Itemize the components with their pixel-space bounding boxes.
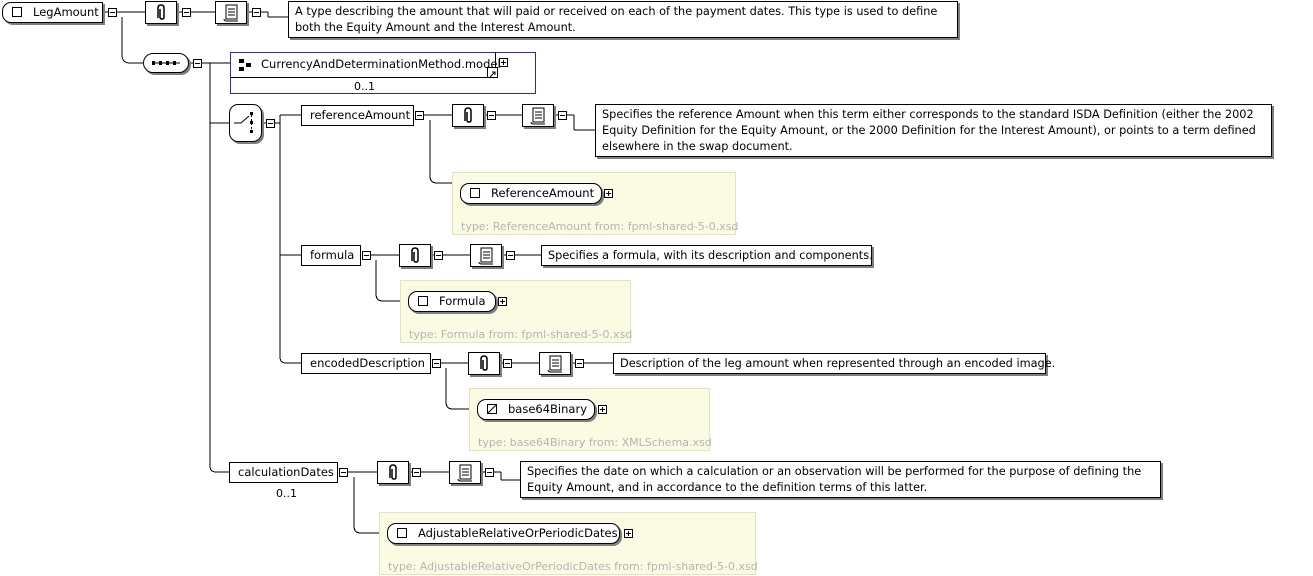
occurrence-label: 0..1 bbox=[354, 80, 375, 93]
referenceamount-documentation: Specifies the reference Amount when this… bbox=[595, 104, 1272, 157]
collapse-toggle[interactable] bbox=[362, 251, 371, 260]
collapse-toggle[interactable] bbox=[575, 359, 584, 368]
complex-type-icon bbox=[418, 296, 428, 306]
paperclip-icon bbox=[389, 464, 397, 480]
collapse-toggle[interactable] bbox=[432, 359, 441, 368]
type-formula[interactable]: Formula bbox=[408, 291, 496, 312]
collapse-toggle[interactable] bbox=[558, 111, 567, 120]
collapse-toggle[interactable] bbox=[108, 8, 117, 17]
root-documentation: A type describing the amount that will p… bbox=[288, 1, 958, 38]
calculationdates-documentation: Specifies the date on which a calculatio… bbox=[520, 461, 1161, 498]
encodeddescription-documentation: Description of the leg amount when repre… bbox=[613, 353, 1055, 374]
root-element-legamount[interactable]: LegAmount bbox=[2, 2, 103, 23]
expand-toggle[interactable] bbox=[604, 189, 613, 198]
scroll-icon bbox=[223, 4, 238, 22]
paperclip-icon bbox=[464, 107, 472, 123]
expand-toggle[interactable] bbox=[624, 529, 633, 538]
type-referenceamount[interactable]: ReferenceAmount bbox=[460, 183, 602, 204]
collapse-toggle[interactable] bbox=[412, 468, 421, 477]
collapse-toggle[interactable] bbox=[434, 251, 443, 260]
documentation-icon bbox=[215, 1, 247, 24]
documentation-icon bbox=[539, 352, 571, 375]
occurrence-label: 0..1 bbox=[276, 487, 297, 500]
element-formula[interactable]: formula bbox=[301, 245, 361, 266]
element-calculationdates[interactable]: calculationDates bbox=[229, 462, 338, 483]
group-icon bbox=[239, 59, 251, 71]
paperclip-icon bbox=[411, 247, 419, 263]
choice-compositor bbox=[229, 104, 262, 142]
sequence-compositor bbox=[143, 53, 189, 73]
choice-icon bbox=[234, 112, 253, 133]
type-adjustablerelativeorperiodicdates[interactable]: AdjustableRelativeOrPeriodicDates bbox=[387, 523, 620, 544]
documentation-icon bbox=[449, 461, 481, 484]
collapse-toggle[interactable] bbox=[339, 468, 348, 477]
annotation-icon bbox=[468, 352, 500, 375]
link-arrow-icon[interactable] bbox=[487, 67, 498, 78]
sequence-icon bbox=[152, 61, 180, 65]
documentation-icon bbox=[522, 104, 554, 127]
scroll-icon bbox=[478, 247, 493, 265]
collapse-toggle[interactable] bbox=[193, 59, 202, 68]
collapse-toggle[interactable] bbox=[487, 111, 496, 120]
simple-type-icon bbox=[487, 404, 497, 414]
type-info: type: AdjustableRelativeOrPeriodicDates … bbox=[388, 560, 758, 573]
annotation-icon bbox=[399, 244, 431, 267]
complex-type-icon bbox=[12, 7, 22, 17]
paperclip-icon bbox=[480, 355, 488, 371]
documentation-icon bbox=[470, 244, 502, 267]
collapse-toggle[interactable] bbox=[266, 119, 275, 128]
expand-toggle[interactable] bbox=[498, 297, 507, 306]
collapse-toggle[interactable] bbox=[182, 8, 191, 17]
element-encodeddescription[interactable]: encodedDescription bbox=[301, 353, 431, 374]
expand-toggle[interactable] bbox=[598, 405, 607, 414]
complex-type-icon bbox=[397, 528, 407, 538]
type-base64binary[interactable]: base64Binary bbox=[477, 399, 595, 420]
annotation-icon bbox=[452, 104, 484, 127]
collapse-toggle[interactable] bbox=[485, 468, 494, 477]
paperclip-icon bbox=[157, 4, 165, 20]
element-referenceamount[interactable]: referenceAmount bbox=[301, 105, 414, 126]
type-info: type: Formula from: fpml-shared-5-0.xsd bbox=[409, 328, 633, 341]
collapse-toggle[interactable] bbox=[415, 111, 424, 120]
annotation-icon bbox=[145, 1, 177, 24]
collapse-toggle[interactable] bbox=[252, 8, 261, 17]
group-reference[interactable]: CurrencyAndDeterminationMethod.model bbox=[230, 52, 536, 94]
complex-type-icon bbox=[470, 188, 480, 198]
collapse-toggle[interactable] bbox=[506, 251, 515, 260]
scroll-icon bbox=[457, 464, 472, 482]
annotation-icon bbox=[377, 461, 409, 484]
type-info: type: ReferenceAmount from: fpml-shared-… bbox=[461, 220, 739, 233]
scroll-icon bbox=[547, 355, 562, 373]
type-info: type: base64Binary from: XMLSchema.xsd bbox=[478, 436, 712, 449]
collapse-toggle[interactable] bbox=[503, 359, 512, 368]
scroll-icon bbox=[530, 107, 545, 125]
expand-toggle[interactable] bbox=[499, 58, 508, 67]
formula-documentation: Specifies a formula, with its descriptio… bbox=[541, 245, 873, 266]
